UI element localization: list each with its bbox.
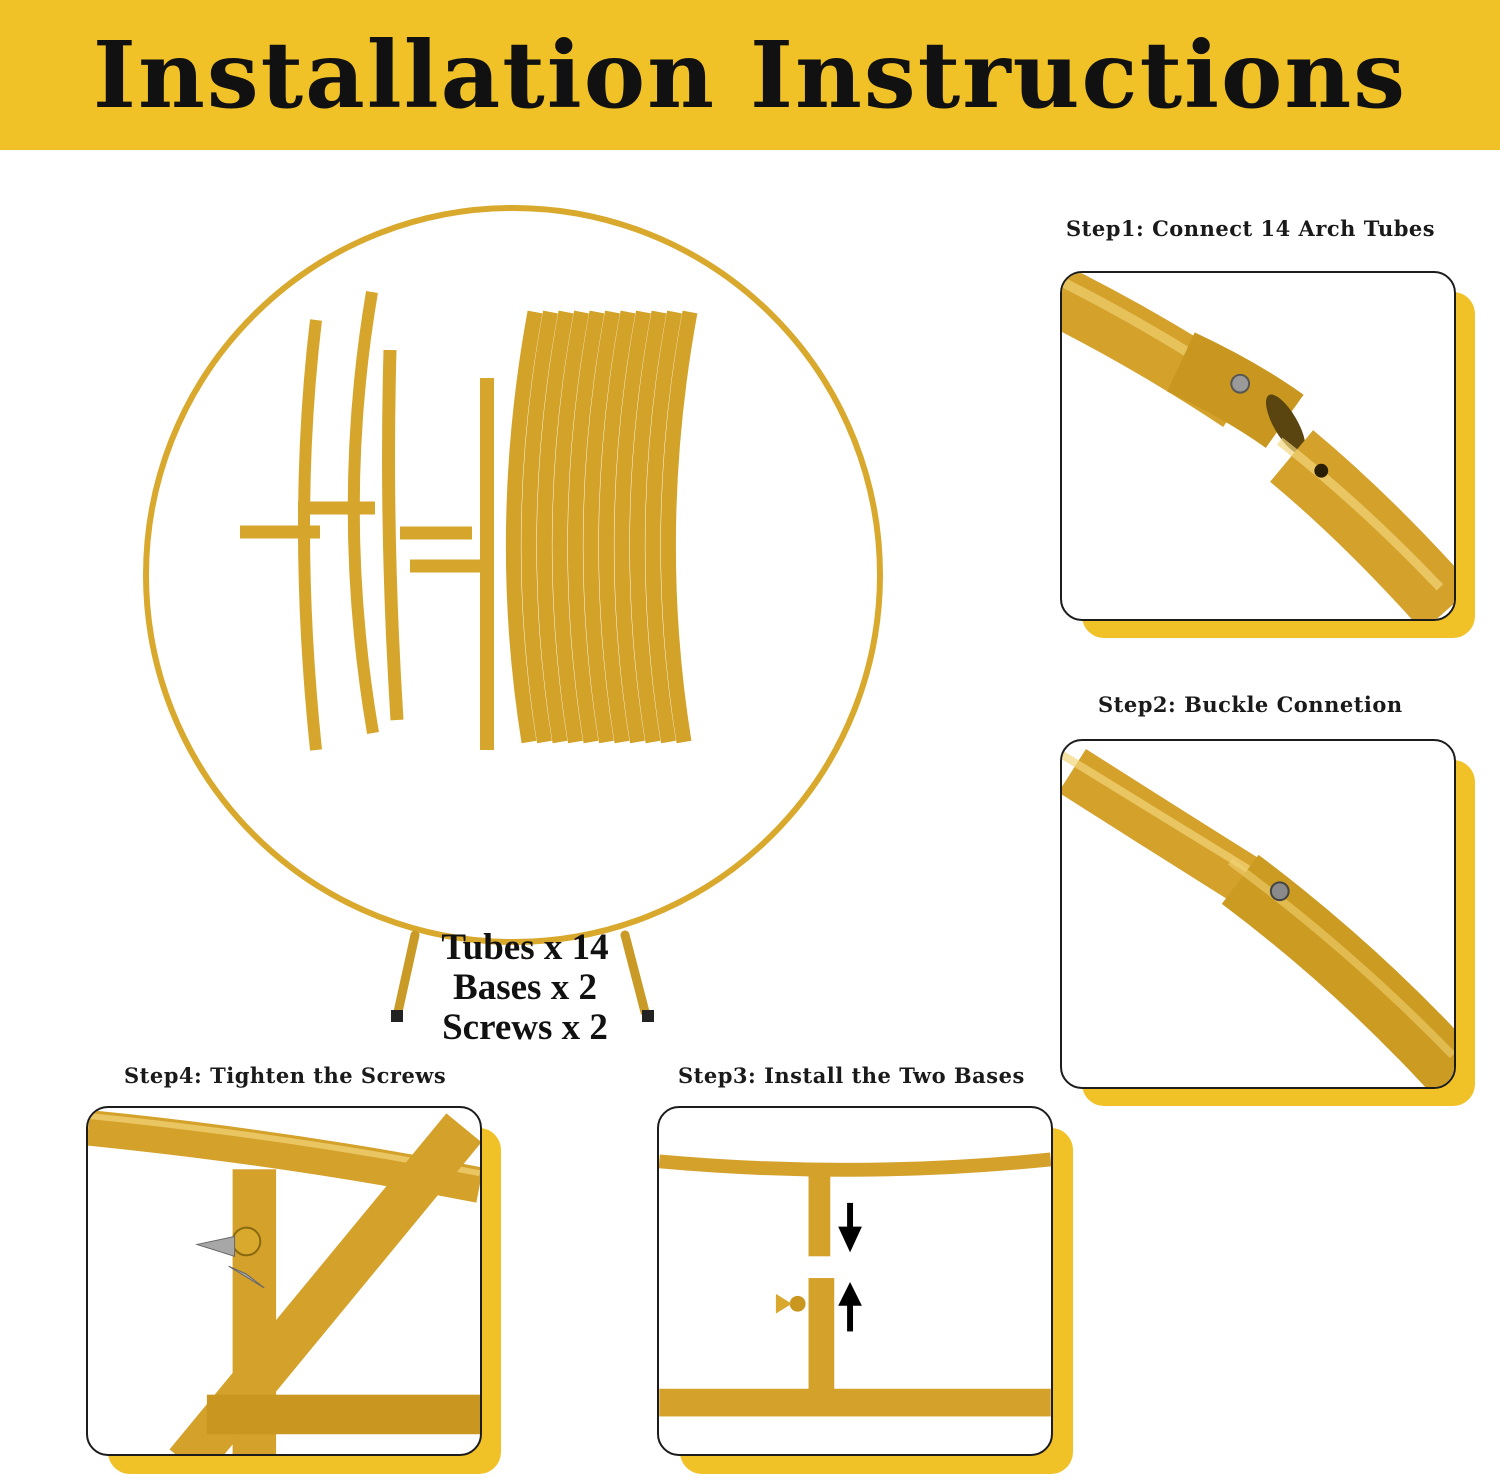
buckle-hole xyxy=(1314,463,1329,478)
arrow-up-icon xyxy=(838,1281,862,1332)
buckle-pin xyxy=(1269,881,1290,902)
step1-label: Step1: Connect 14 Arch Tubes xyxy=(1066,216,1436,241)
arch-leg-left xyxy=(393,930,420,1017)
bundle-tube xyxy=(521,310,558,744)
step3-label: Step3: Install the Two Bases xyxy=(678,1063,1025,1088)
wing-screw-icon xyxy=(195,1226,265,1289)
bundle-tube xyxy=(645,310,682,744)
screws-count: Screws x 2 xyxy=(442,1007,608,1048)
screw-pin xyxy=(1230,373,1251,394)
step2-panel xyxy=(1060,739,1456,1089)
step2-illustration xyxy=(1062,748,1454,1087)
bases-count: Bases x 2 xyxy=(453,967,597,1008)
bundle-tube xyxy=(583,310,620,744)
bundle-tube xyxy=(614,310,651,744)
tubes-count: Tubes x 14 xyxy=(441,927,609,968)
tube-bundle xyxy=(505,310,698,744)
step2-label: Step2: Buckle Connetion xyxy=(1098,692,1403,717)
step4-panel xyxy=(86,1106,482,1456)
step4-illustration xyxy=(88,1110,480,1454)
loose-tubes xyxy=(240,290,494,751)
leg-foot-right xyxy=(642,1010,654,1022)
step3-panel xyxy=(657,1106,1053,1456)
arch-ring xyxy=(143,205,883,945)
step4-label: Step4: Tighten the Screws xyxy=(124,1063,447,1088)
arch-overview-figure: Tubes x 14 Bases x 2 Screws x 2 xyxy=(0,150,1040,1050)
arch-leg-right xyxy=(620,930,650,1017)
bundle-tube xyxy=(505,310,543,744)
step1-panel xyxy=(1060,271,1456,621)
wing-screw-icon xyxy=(775,1293,806,1314)
bundle-tube xyxy=(536,310,574,744)
page-title: Installation Instructions xyxy=(92,21,1408,129)
step3-illustration xyxy=(659,1152,1051,1417)
contents-list: Tubes x 14 Bases x 2 Screws x 2 xyxy=(400,928,650,1048)
bundle-tube xyxy=(598,310,636,744)
bundle-tube xyxy=(660,310,698,744)
step1-illustration xyxy=(1062,273,1454,619)
bundle-tube xyxy=(552,310,589,744)
arrow-down-icon xyxy=(838,1202,862,1253)
bundle-tube xyxy=(567,310,605,744)
title-banner: Installation Instructions xyxy=(0,0,1500,150)
bundle-tube xyxy=(629,310,667,744)
arch-overview-svg xyxy=(143,205,883,1022)
leg-foot-left xyxy=(391,1010,403,1022)
